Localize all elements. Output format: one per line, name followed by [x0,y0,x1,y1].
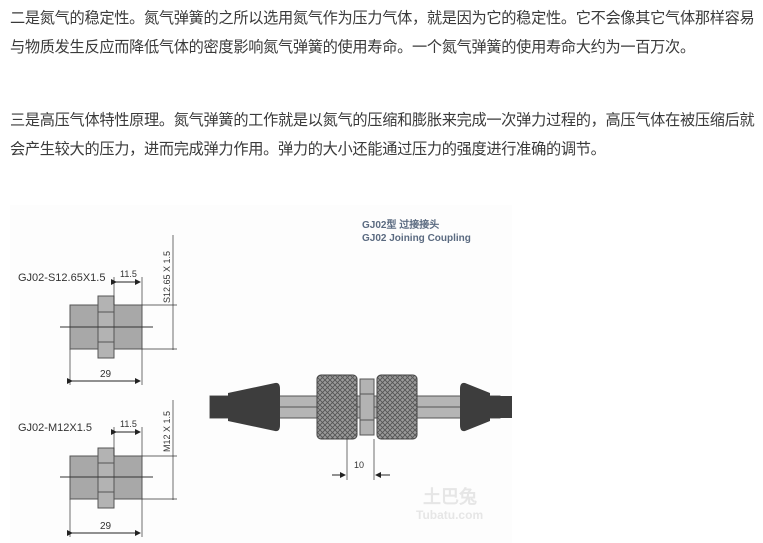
part1-dim-hex: 11.5 [120,269,137,279]
part-m12-fitting: GJ02-M12X1.5 11.5 29 M12 X 1.5 [18,400,177,537]
gj02-coupling-diagram: GJ02型 过接接头 GJ02 Joining Coupling GJ02-S1… [10,205,512,543]
part1-label: GJ02-S12.65X1.5 [18,272,105,284]
part1-dim-thread: S12.65 X 1.5 [162,251,172,303]
part-s12-65-fitting: GJ02-S12.65X1.5 11.5 29 S12.65 X 1.5 [18,235,177,385]
part2-dim-length: 29 [100,521,112,532]
watermark-en: Tubatu.com [416,508,483,522]
part1-dim-length: 29 [100,369,112,380]
part2-dim-thread: M12 X 1.5 [162,411,172,452]
part2-dim-hex: 11.5 [120,419,137,429]
paragraph-high-pressure-principle: 三是高压气体特性原理。氮气弹簧的工作就是以氮气的压缩和膨胀来完成一次弹力过程的，… [10,111,755,158]
assembly-dim-gap: 10 [354,460,364,470]
part2-label: GJ02-M12X1.5 [18,422,92,434]
paragraph-nitrogen-stability: 二是氮气的稳定性。氮气弹簧的之所以选用氮气作为压力气体，就是因为它的稳定性。它不… [10,9,755,56]
figure-title-cn: GJ02型 过接接头 [362,218,439,231]
figure-title-en: GJ02 Joining Coupling [362,233,471,244]
joining-coupling-assembly: 10 [209,374,512,480]
watermark-cn: 土巴兔 [423,486,477,507]
